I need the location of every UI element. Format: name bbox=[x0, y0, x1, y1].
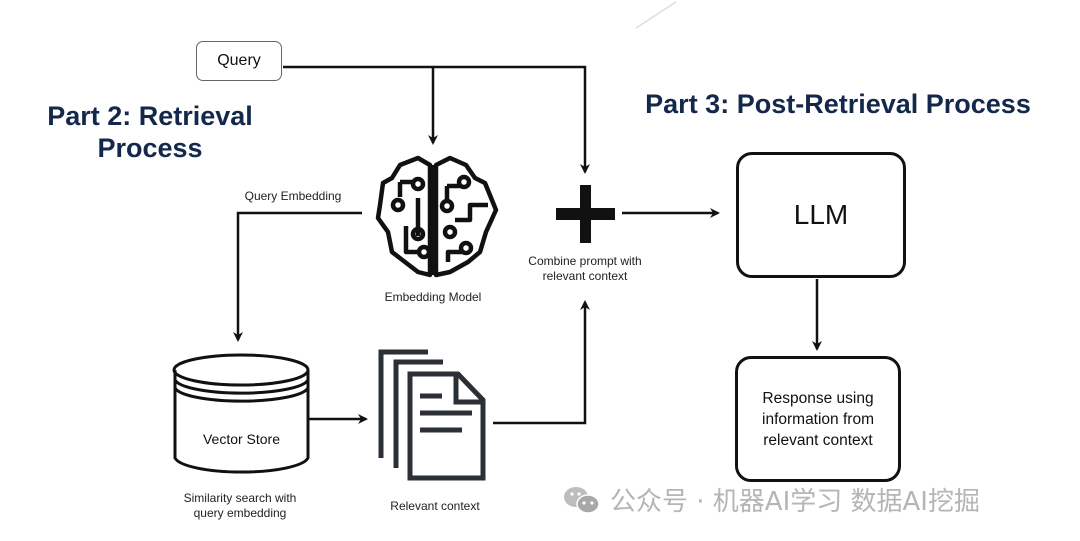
response-line2: information from bbox=[762, 410, 874, 428]
part2-heading: Part 2: Retrieval Process bbox=[30, 100, 270, 164]
response-box: Response using information from relevant… bbox=[735, 356, 901, 482]
part2-heading-line1: Part 2: Retrieval bbox=[47, 101, 253, 131]
watermark: 公众号 · 机器AI学习 数据AI挖掘 bbox=[562, 481, 980, 518]
decorative-line bbox=[635, 1, 677, 29]
query-label: Query bbox=[217, 52, 261, 69]
query-box: Query bbox=[196, 41, 282, 81]
response-line3: relevant context bbox=[763, 431, 873, 449]
similarity-label-line1: Similarity search with bbox=[183, 491, 297, 505]
documents-icon bbox=[378, 349, 486, 481]
part2-heading-line2: Process bbox=[97, 133, 203, 163]
arrow-embedding-to-vectorstore bbox=[233, 211, 362, 342]
combine-label-line2: relevant context bbox=[542, 269, 628, 283]
plus-icon bbox=[556, 185, 615, 243]
llm-box: LLM bbox=[736, 152, 906, 278]
brain-circuit-icon bbox=[375, 155, 499, 278]
combine-label-line1: Combine prompt with bbox=[528, 254, 642, 268]
response-line1: Response using bbox=[762, 389, 874, 407]
combine-label: Combine prompt with relevant context bbox=[515, 254, 655, 284]
embedding-model-label: Embedding Model bbox=[384, 290, 482, 304]
wechat-icon bbox=[564, 486, 600, 514]
vector-store-label: Vector Store bbox=[202, 431, 281, 447]
arrow-context-to-combine bbox=[493, 300, 590, 425]
part3-heading: Part 3: Post-Retrieval Process bbox=[645, 89, 1031, 119]
database-icon bbox=[172, 353, 310, 474]
llm-label: LLM bbox=[793, 199, 849, 230]
similarity-label-line2: query embedding bbox=[193, 506, 287, 520]
arrow-query-to-combine bbox=[283, 65, 590, 174]
similarity-label: Similarity search with query embedding bbox=[165, 491, 315, 521]
watermark-text: 公众号 · 机器AI学习 数据AI挖掘 bbox=[610, 487, 980, 517]
relevant-context-label: Relevant context bbox=[390, 499, 480, 513]
query-embedding-label: Query Embedding bbox=[244, 189, 342, 203]
